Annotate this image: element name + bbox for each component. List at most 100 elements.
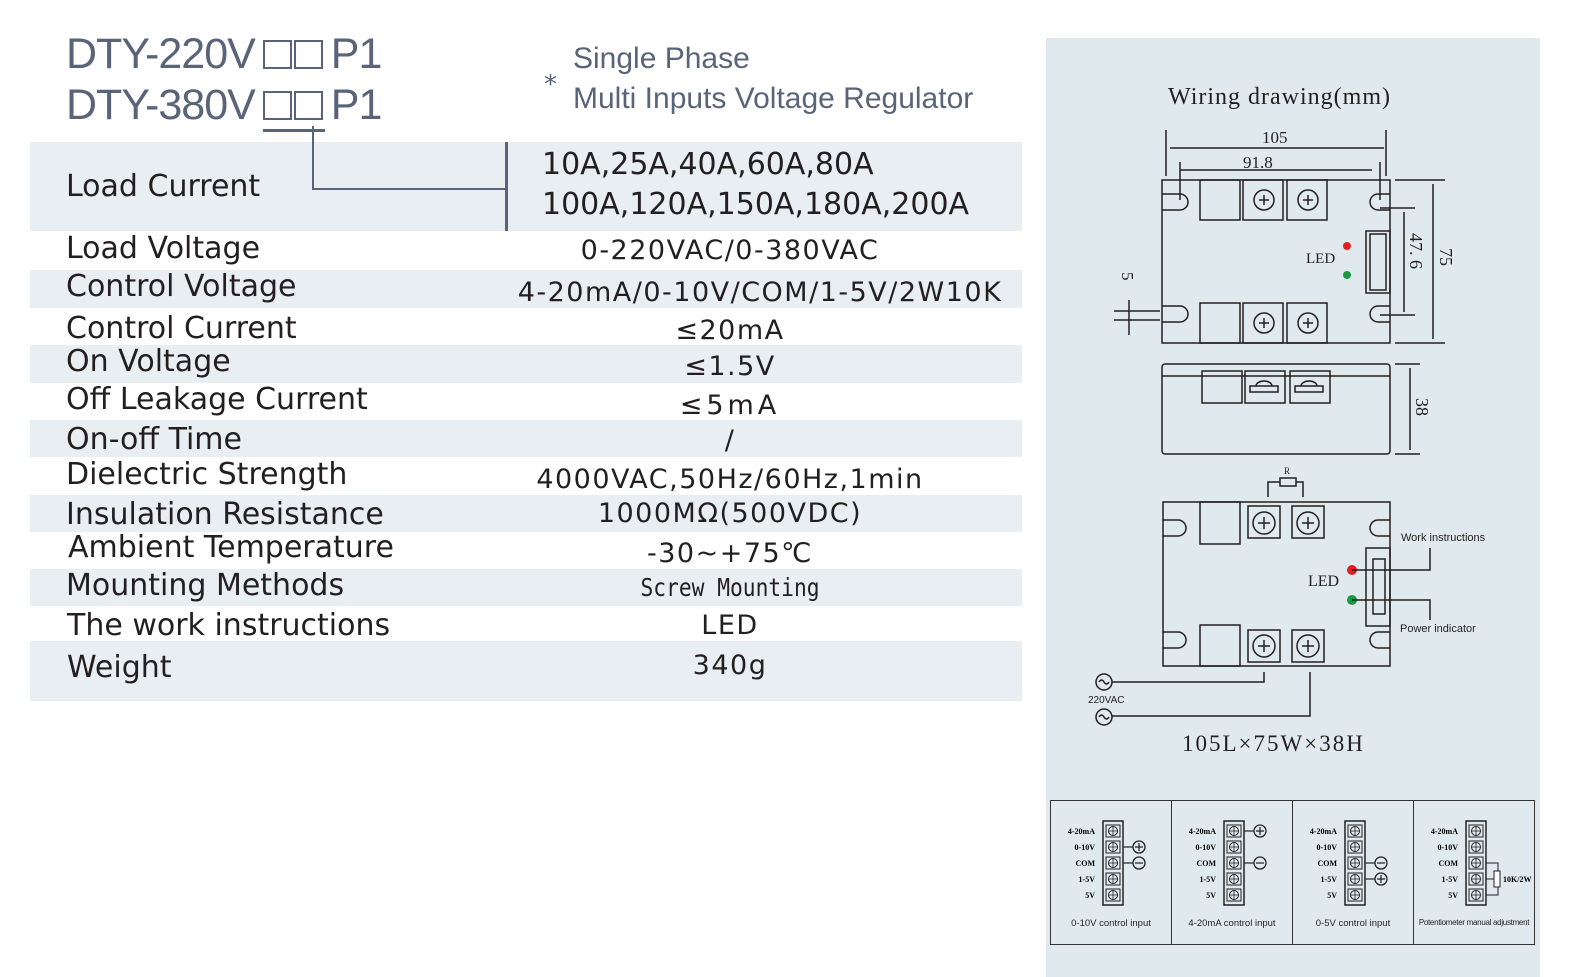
model-prefix: DTY-380V [66, 81, 256, 129]
spec-label: On-off Time [66, 422, 242, 457]
spec-value: ≤20mA [675, 315, 785, 346]
code-boxes [262, 33, 325, 76]
negative-terminal-icon [1253, 856, 1267, 870]
led-label: LED [1308, 573, 1339, 590]
terminal-label: 5V [1206, 891, 1216, 900]
spec-value: 0-220VAC/0-380VAC [580, 235, 880, 266]
subtitle-line2: Multi Inputs Voltage Regulator [573, 82, 974, 115]
screw-icon [1229, 826, 1239, 836]
top-view-module: 105 91.8 LED 75 47. 6 5 [1114, 128, 1456, 344]
spec-value: -30~+75℃ [646, 538, 814, 569]
screw-icon [1471, 842, 1481, 852]
screw-icon [1471, 858, 1481, 868]
model-380v: DTY-380V P1 [66, 81, 383, 132]
work-instructions-label: Work instructions [1401, 532, 1486, 544]
row-stripe [30, 270, 1022, 308]
screw-icon [1108, 874, 1118, 884]
supply-label: 220VAC [1088, 695, 1125, 706]
row-stripe [30, 569, 1022, 606]
terminal-label: 1-5V [1442, 875, 1459, 884]
wiring-title: Wiring drawing(mm) [1168, 84, 1391, 110]
terminal-label: 1-5V [1079, 875, 1096, 884]
negative-terminal-icon [1374, 856, 1388, 870]
connector-line [312, 188, 506, 190]
subtitle-line1: Single Phase [573, 42, 750, 75]
dim-5: 5 [1118, 272, 1137, 281]
spec-label: Mounting Methods [66, 568, 345, 603]
asterisk: * [544, 70, 557, 100]
screw-icon [1471, 890, 1481, 900]
terminal-label: 5V [1327, 891, 1337, 900]
panel-caption: Potentiometer manual adjustment [1418, 918, 1530, 927]
resistor-label: 10K/2W [1503, 875, 1531, 884]
spec-value: ≤5mA [679, 390, 781, 421]
positive-terminal-icon [1253, 824, 1267, 838]
panel-caption: 0-5V control input [1315, 918, 1391, 929]
spec-label: Control Voltage [66, 269, 297, 304]
terminal-label: 0-10V [1438, 843, 1459, 852]
potentiometer-icon [1493, 870, 1501, 888]
screw-icon [1229, 890, 1239, 900]
terminal-label: 5V [1448, 891, 1458, 900]
spec-value: 340g [692, 650, 768, 681]
negative-terminal-icon [1132, 856, 1146, 870]
spec-label-load-current: Load Current [66, 169, 261, 204]
spec-label: Dielectric Strength [66, 457, 348, 492]
positive-terminal-icon [1374, 872, 1388, 886]
model-suffix: P1 [330, 81, 383, 129]
terminal-label: 1-5V [1321, 875, 1338, 884]
row-stripe [30, 142, 1022, 231]
wiring-panel [1046, 38, 1540, 977]
terminal-label: COM [1196, 859, 1216, 868]
screw-icon [1229, 858, 1239, 868]
screw-icon [1229, 874, 1239, 884]
model-suffix: P1 [330, 30, 383, 78]
row-stripe [30, 345, 1022, 383]
wiring-view-module: R LED Work instructions Power indicator … [1088, 466, 1486, 726]
row-stripe [30, 495, 1022, 532]
screw-icon [1350, 842, 1360, 852]
terminal-label: 0-10V [1075, 843, 1096, 852]
spec-value: LED [701, 610, 759, 641]
code-boxes [262, 84, 325, 132]
screw-icon [1350, 874, 1360, 884]
ac-source-icon [1095, 673, 1113, 691]
screw-icon [1471, 874, 1481, 884]
power-indicator-label: Power indicator [1400, 623, 1476, 635]
spec-label: On Voltage [66, 344, 231, 379]
divider-line [505, 142, 508, 231]
positive-terminal-icon [1132, 840, 1146, 854]
screw-icon [1350, 858, 1360, 868]
spec-label: Ambient Temperature [68, 530, 394, 565]
spec-label: Off Leakage Current [66, 382, 368, 417]
spec-value: 4000VAC,50Hz/60Hz,1min [536, 464, 924, 495]
terminal-label: 4-20mA [1310, 827, 1337, 836]
screw-icon [1108, 858, 1118, 868]
dim-75: 75 [1436, 248, 1456, 266]
spec-label: Control Current [66, 311, 297, 346]
terminal-label: COM [1075, 859, 1095, 868]
terminal-label: 5V [1085, 891, 1095, 900]
dimensions-label: 105L×75W×38H [1182, 731, 1365, 756]
row-stripe [30, 641, 1022, 701]
work-led-icon [1343, 242, 1351, 250]
screw-icon [1229, 842, 1239, 852]
terminal-label: 0-10V [1196, 843, 1217, 852]
spec-value: Screw Mounting [640, 573, 820, 602]
spec-label: The work instructions [67, 608, 391, 643]
panel-caption: 4-20mA control input [1188, 918, 1276, 929]
screw-icon [1471, 826, 1481, 836]
spec-label: Weight [67, 650, 172, 685]
terminal-label: 4-20mA [1431, 827, 1458, 836]
terminal-label: 1-5V [1200, 875, 1217, 884]
row-stripe [30, 420, 1022, 457]
